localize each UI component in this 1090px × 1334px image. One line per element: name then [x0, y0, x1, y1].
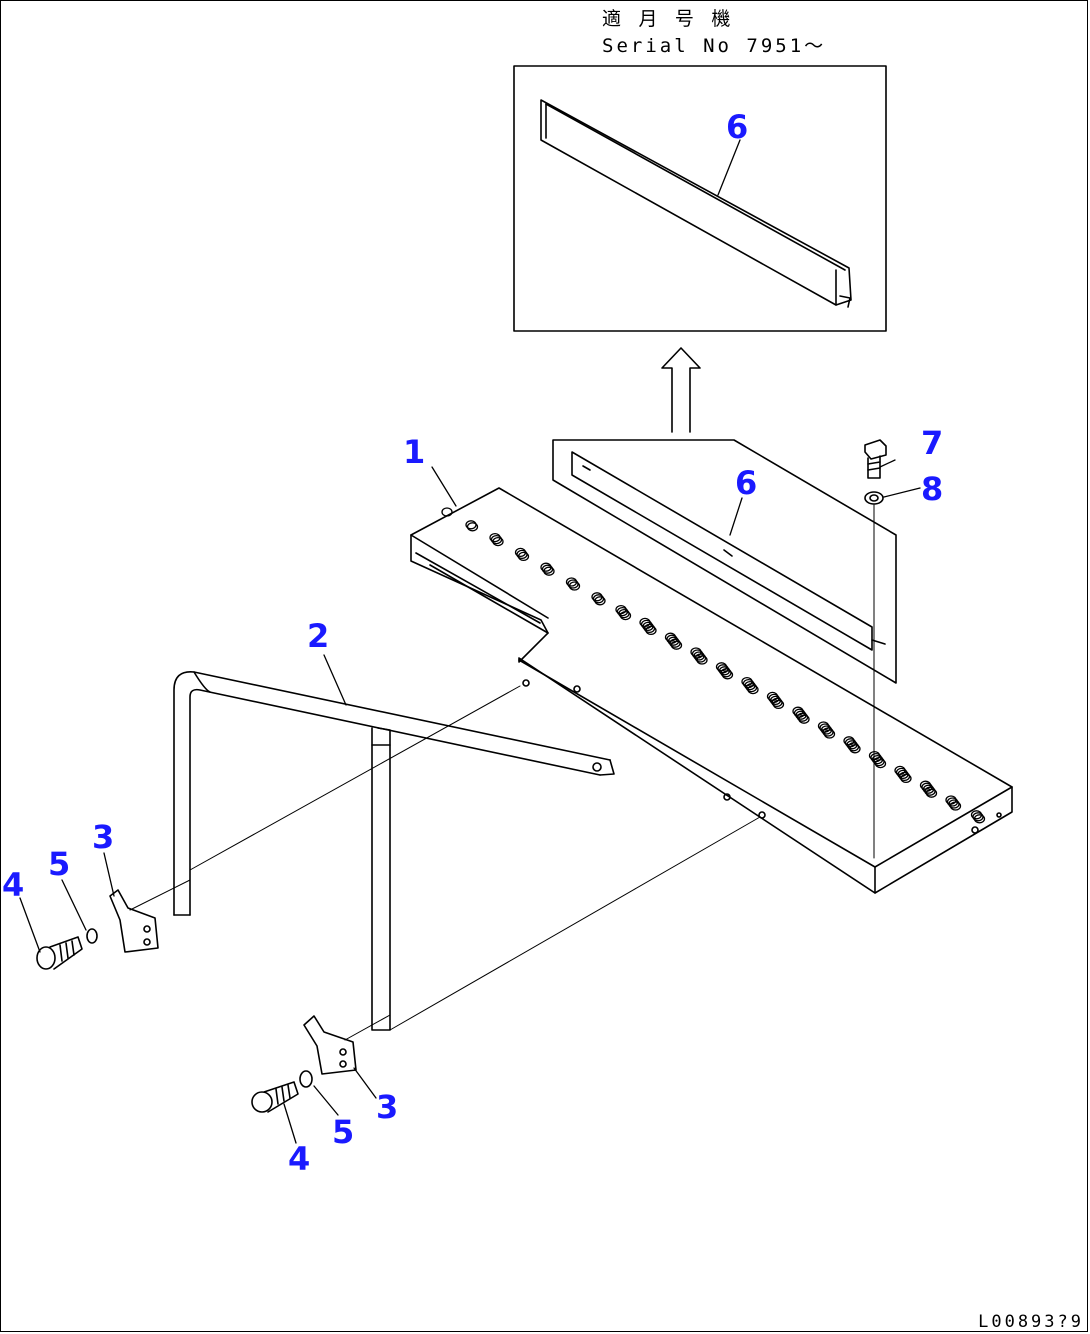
- perforation-holes: [441, 507, 986, 824]
- callout-6: 6: [735, 464, 757, 502]
- perforation-hole: [874, 758, 887, 769]
- mount-hole: [573, 685, 581, 693]
- perforation-hole: [541, 564, 554, 574]
- perforation-hole: [568, 581, 581, 591]
- figure-id: L00893?9: [978, 1312, 1084, 1332]
- perforation-hole: [948, 799, 960, 809]
- callout-5-upper: 5: [48, 845, 70, 883]
- perforation-hole: [492, 536, 504, 547]
- callout-6-inset: 6: [726, 108, 748, 146]
- perforation-hole: [619, 610, 632, 621]
- washer-part-5-upper: [86, 928, 98, 944]
- mount-hole: [996, 812, 1002, 818]
- washer-part-5-lower: [299, 1070, 313, 1088]
- perforation-hole: [747, 684, 759, 695]
- perforation-hole: [772, 699, 785, 710]
- perforation-hole: [592, 594, 605, 604]
- callout-1: 1: [403, 433, 425, 471]
- perforation-hole: [823, 729, 836, 739]
- perforation-hole: [669, 638, 681, 648]
- assembly-lines: [129, 504, 875, 1041]
- callout-2: 2: [307, 617, 329, 655]
- serial-number-label: Serial No 7951～: [602, 35, 827, 57]
- perforation-hole: [517, 551, 530, 562]
- perforation-hole: [745, 682, 758, 693]
- callout-4-lower: 4: [288, 1140, 310, 1178]
- perforation-hole: [972, 812, 984, 822]
- applicability-label: 適 月 号 機: [602, 8, 734, 30]
- step-plate-part-1: [410, 487, 1013, 894]
- perforation-hole: [898, 771, 911, 782]
- perforation-hole: [441, 507, 453, 517]
- inset-detail-box: [513, 65, 887, 332]
- plate-part-6: [552, 439, 897, 684]
- clamp-part-3-lower: [303, 1015, 357, 1075]
- perforation-hole: [900, 773, 912, 784]
- perforation-hole: [670, 640, 683, 650]
- perforation-hole: [798, 714, 810, 724]
- callout-numbers: 6 1 6 2 7 8 3 5 4 3 5 4: [2, 108, 943, 1178]
- mount-hole: [971, 826, 979, 834]
- perforation-hole: [696, 655, 708, 665]
- callout-3-upper: 3: [92, 818, 114, 856]
- perforation-hole: [567, 579, 579, 589]
- perforation-hole: [465, 520, 477, 530]
- perforation-hole: [849, 744, 861, 754]
- callout-4-upper: 4: [2, 866, 24, 904]
- perforation-hole: [822, 727, 834, 737]
- perforation-hole: [771, 697, 783, 708]
- perforation-hole: [925, 788, 938, 798]
- perforation-hole: [543, 566, 555, 576]
- perforation-hole: [645, 625, 657, 636]
- inset-plate-part-6: [540, 99, 852, 308]
- perforation-hole: [516, 549, 528, 560]
- handrail-part-2: [173, 671, 615, 1031]
- perforation-hole: [694, 653, 707, 663]
- clamp-part-3-upper: [109, 889, 159, 953]
- perforation-hole: [721, 670, 734, 680]
- perforation-hole: [490, 534, 503, 545]
- leader-lines: [19, 139, 921, 1144]
- perforation-hole: [796, 712, 809, 722]
- perforation-hole: [924, 786, 936, 796]
- bolt-part-7: [864, 439, 887, 479]
- perforation-hole: [618, 608, 630, 619]
- callout-5-lower: 5: [332, 1113, 354, 1151]
- callout-7: 7: [921, 424, 943, 462]
- bolt-part-4-upper: [36, 936, 83, 970]
- perforation-hole: [949, 801, 962, 811]
- perforation-hole: [594, 596, 606, 606]
- callout-8: 8: [921, 470, 943, 508]
- perforation-hole: [643, 623, 656, 634]
- mount-hole: [723, 793, 731, 801]
- up-arrow-icon: [661, 347, 701, 433]
- mount-hole: [758, 811, 766, 819]
- perforation-hole: [720, 668, 732, 678]
- perforation-hole: [466, 522, 479, 532]
- perforation-hole: [847, 742, 860, 752]
- bolt-part-4-lower: [251, 1081, 299, 1113]
- washer-part-8: [864, 491, 884, 505]
- mount-hole: [522, 679, 530, 687]
- perforation-hole: [973, 814, 986, 824]
- callout-3-lower: 3: [376, 1088, 398, 1126]
